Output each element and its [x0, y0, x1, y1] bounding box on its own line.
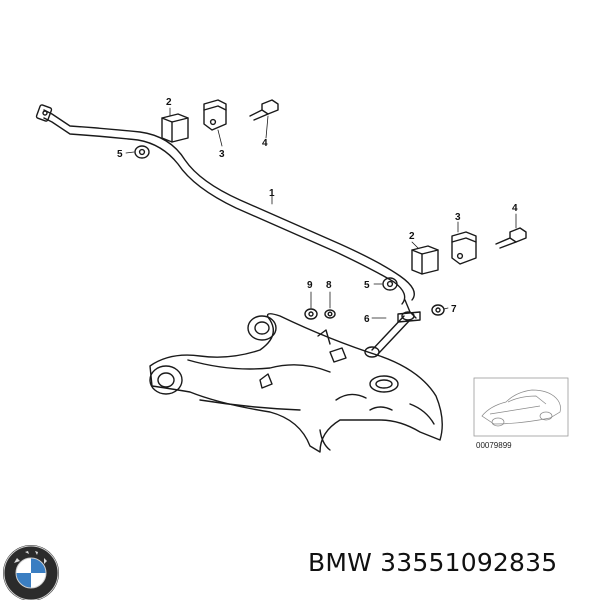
callout-2-left: 2 — [166, 97, 172, 108]
callout-6: 6 — [364, 314, 370, 325]
stabilizer-bar — [35, 104, 417, 319]
part-number-caption: BMW 33551092835 — [308, 548, 558, 577]
rubber-mounting-left — [161, 113, 189, 143]
bracket-left — [203, 99, 227, 131]
callout-3-right: 3 — [455, 212, 461, 223]
callout-8: 8 — [326, 280, 332, 291]
callout-leaders — [125, 107, 517, 319]
callout-7: 7 — [451, 304, 457, 315]
nut-left — [134, 145, 150, 159]
callout-5-left: 5 — [117, 149, 123, 160]
washer — [324, 309, 336, 319]
stabilizer-link — [364, 311, 421, 358]
callout-4-right: 4 — [512, 203, 518, 214]
callout-2-right: 2 — [409, 231, 415, 242]
rubber-mounting-right — [411, 245, 439, 275]
bmw-logo — [3, 545, 59, 600]
callout-3-left: 3 — [219, 149, 225, 160]
rear-axle-carrier — [149, 313, 443, 453]
callout-labels: 1 2 3 4 5 2 3 4 5 6 7 8 9 — [117, 97, 518, 325]
hex-bolt-left — [249, 99, 279, 121]
callout-5-right: 5 — [364, 280, 370, 291]
bracket-right — [451, 231, 477, 265]
collar-nut — [431, 304, 445, 316]
nut-link — [304, 308, 318, 320]
vehicle-location-thumbnail: 00079899 — [473, 377, 569, 450]
callout-9: 9 — [307, 280, 313, 291]
nut-right — [382, 277, 398, 291]
callout-1: 1 — [269, 188, 275, 199]
hex-bolt-right — [495, 227, 527, 249]
callout-4-left: 4 — [262, 138, 268, 149]
thumbnail-caption: 00079899 — [476, 441, 512, 450]
